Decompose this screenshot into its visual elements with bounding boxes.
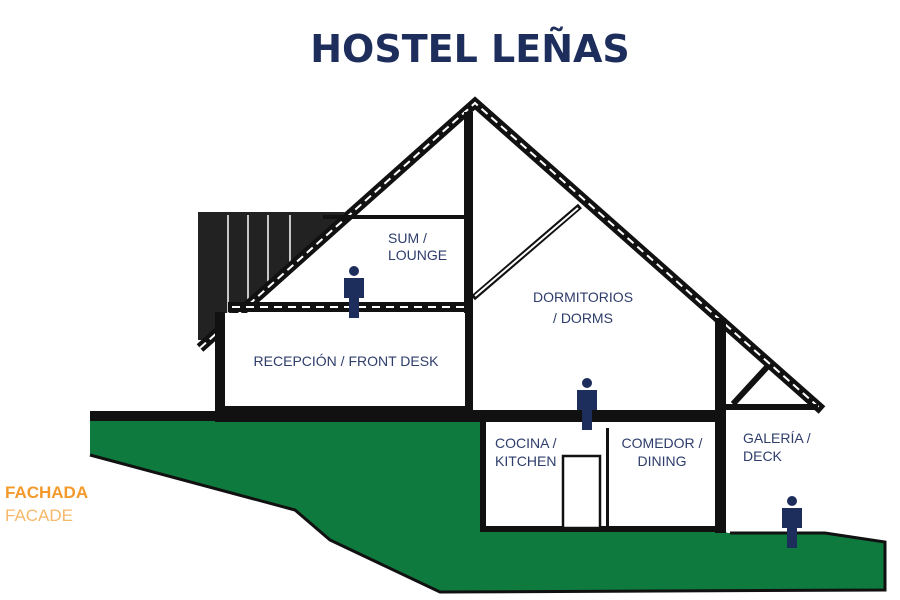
dining-label: DINING (638, 453, 687, 469)
structure (215, 112, 818, 533)
diagram-title: HOSTEL LEÑAS (310, 27, 630, 71)
lounge-label: LOUNGE (388, 247, 447, 263)
lounge-label: SUM / (388, 230, 427, 246)
terrace-slab (90, 411, 230, 421)
dorms-label: / DORMS (553, 310, 613, 326)
ground (90, 421, 885, 592)
dining-label: COMEDOR / (622, 435, 703, 451)
front-desk-label: RECEPCIÓN / FRONT DESK (254, 353, 440, 369)
kitchen-label: COCINA / (495, 435, 557, 451)
kitchen-door (561, 454, 602, 530)
facade-label-en: FACADE (5, 506, 73, 525)
ground-outline (89, 453, 887, 594)
person-icon (577, 378, 597, 430)
kitchen-label: KITCHEN (495, 453, 556, 469)
roof (196, 96, 826, 414)
deck-label: DECK (743, 448, 783, 464)
facade-label-es: FACHADA (5, 483, 88, 502)
dorms-label: DORMITORIOS (533, 289, 633, 305)
deck-label: GALERÍA / (743, 430, 811, 446)
